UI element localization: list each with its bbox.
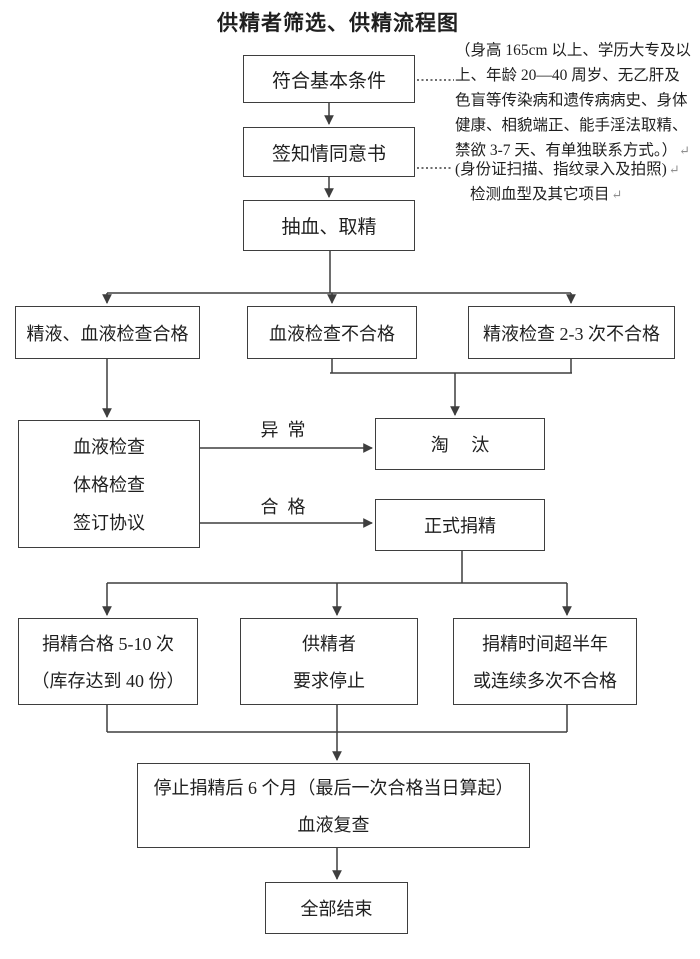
node-donor-requests-stop: 供精者 要求停止 (240, 618, 418, 705)
node-blood-fail-label: 血液检查不合格 (269, 323, 395, 344)
annotation-registration-line1-text: (身份证扫描、指纹录入及拍照) (455, 161, 667, 178)
annotation-criteria-line1: （身高 165cm 以上、学历大专及以 (455, 42, 691, 59)
node-donation-quota-line2: （库存达到 40 份） (31, 671, 185, 691)
annotation-criteria-line2: 上、年龄 20—40 周岁、无乙肝及 (455, 67, 680, 84)
annotation-registration-line1: (身份证扫描、指纹录入及拍照)↵ (455, 157, 700, 182)
node-consent-form-label: 签知情同意书 (271, 143, 386, 165)
node-exam-line-physical-check: 体格检查 (73, 475, 145, 495)
node-eliminate-label: 淘 汰 (430, 435, 490, 455)
node-both-pass-label: 精液、血液检查合格 (26, 323, 189, 344)
node-consent-form: 签知情同意书 (243, 127, 415, 177)
node-semen-fail-label: 精液检查 2-3 次不合格 (483, 323, 660, 344)
node-eliminate: 淘 汰 (375, 418, 545, 470)
annotation-registration-line2-text: 检测血型及其它项目 (470, 186, 610, 203)
annotation-donor-criteria: （身高 165cm 以上、学历大专及以 上、年龄 20—40 周岁、无乙肝及 色… (455, 38, 700, 163)
node-blood-semen-collection: 抽血、取精 (243, 200, 415, 251)
annotation-registration-line2: 检测血型及其它项目↵ (455, 182, 700, 207)
return-mark-icon: ↵ (611, 187, 623, 202)
node-donation-quota: 捐精合格 5-10 次 （库存达到 40 份） (18, 618, 198, 705)
node-exam-line-blood-check: 血液检查 (73, 437, 145, 457)
edge-label-abnormal: 异 常 (260, 420, 306, 440)
node-overdue-or-fail-line2: 或连续多次不合格 (473, 671, 617, 691)
node-donor-requests-stop-line1: 供精者 (302, 634, 356, 654)
annotation-criteria-line4: 健康、相貌端正、能手淫法取精、 (455, 117, 688, 134)
annotation-criteria-line3: 色盲等传染病和遗传病病史、身体 (455, 92, 688, 109)
node-formal-donation-label: 正式捐精 (424, 516, 496, 536)
connector-fail-merge (330, 359, 572, 374)
connector-draw-split (107, 251, 571, 294)
node-basic-conditions-label: 符合基本条件 (271, 70, 386, 92)
edge-label-qualified: 合 格 (260, 497, 306, 517)
node-basic-conditions: 符合基本条件 (243, 55, 415, 103)
node-all-finished: 全部结束 (265, 882, 408, 934)
page-title: 供精者筛选、供精流程图 (217, 11, 459, 35)
node-blood-recheck-line1: 停止捐精后 6 个月（最后一次合格当日算起） (153, 778, 514, 799)
return-mark-icon: ↵ (679, 143, 691, 158)
node-donation-quota-line1: 捐精合格 5-10 次 (42, 634, 174, 654)
node-exam-line-sign-agreement: 签订协议 (73, 513, 145, 533)
node-overdue-or-fail: 捐精时间超半年 或连续多次不合格 (453, 618, 637, 705)
node-blood-recheck: 停止捐精后 6 个月（最后一次合格当日算起） 血液复查 (137, 763, 530, 848)
node-blood-recheck-line2: 血液复查 (297, 814, 370, 835)
annotation-criteria-line5: 禁欲 3-7 天、有单独联系方式。）↵ (455, 138, 700, 163)
return-mark-icon: ↵ (668, 162, 680, 177)
node-exam-agreement: 血液检查 体格检查 签订协议 (18, 420, 200, 548)
node-formal-donation: 正式捐精 (375, 499, 545, 551)
annotation-criteria-line5-text: 禁欲 3-7 天、有单独联系方式。） (455, 142, 678, 159)
node-blood-fail: 血液检查不合格 (247, 306, 417, 359)
node-semen-fail: 精液检查 2-3 次不合格 (468, 306, 675, 359)
node-donor-requests-stop-line2: 要求停止 (293, 671, 365, 691)
node-overdue-or-fail-line1: 捐精时间超半年 (482, 634, 608, 654)
annotation-registration: (身份证扫描、指纹录入及拍照)↵ 检测血型及其它项目↵ (455, 157, 700, 207)
connector-formal-split (107, 551, 567, 584)
node-blood-semen-collection-label: 抽血、取精 (281, 217, 377, 238)
node-both-pass: 精液、血液检查合格 (15, 306, 200, 359)
node-all-finished-label: 全部结束 (300, 899, 373, 919)
